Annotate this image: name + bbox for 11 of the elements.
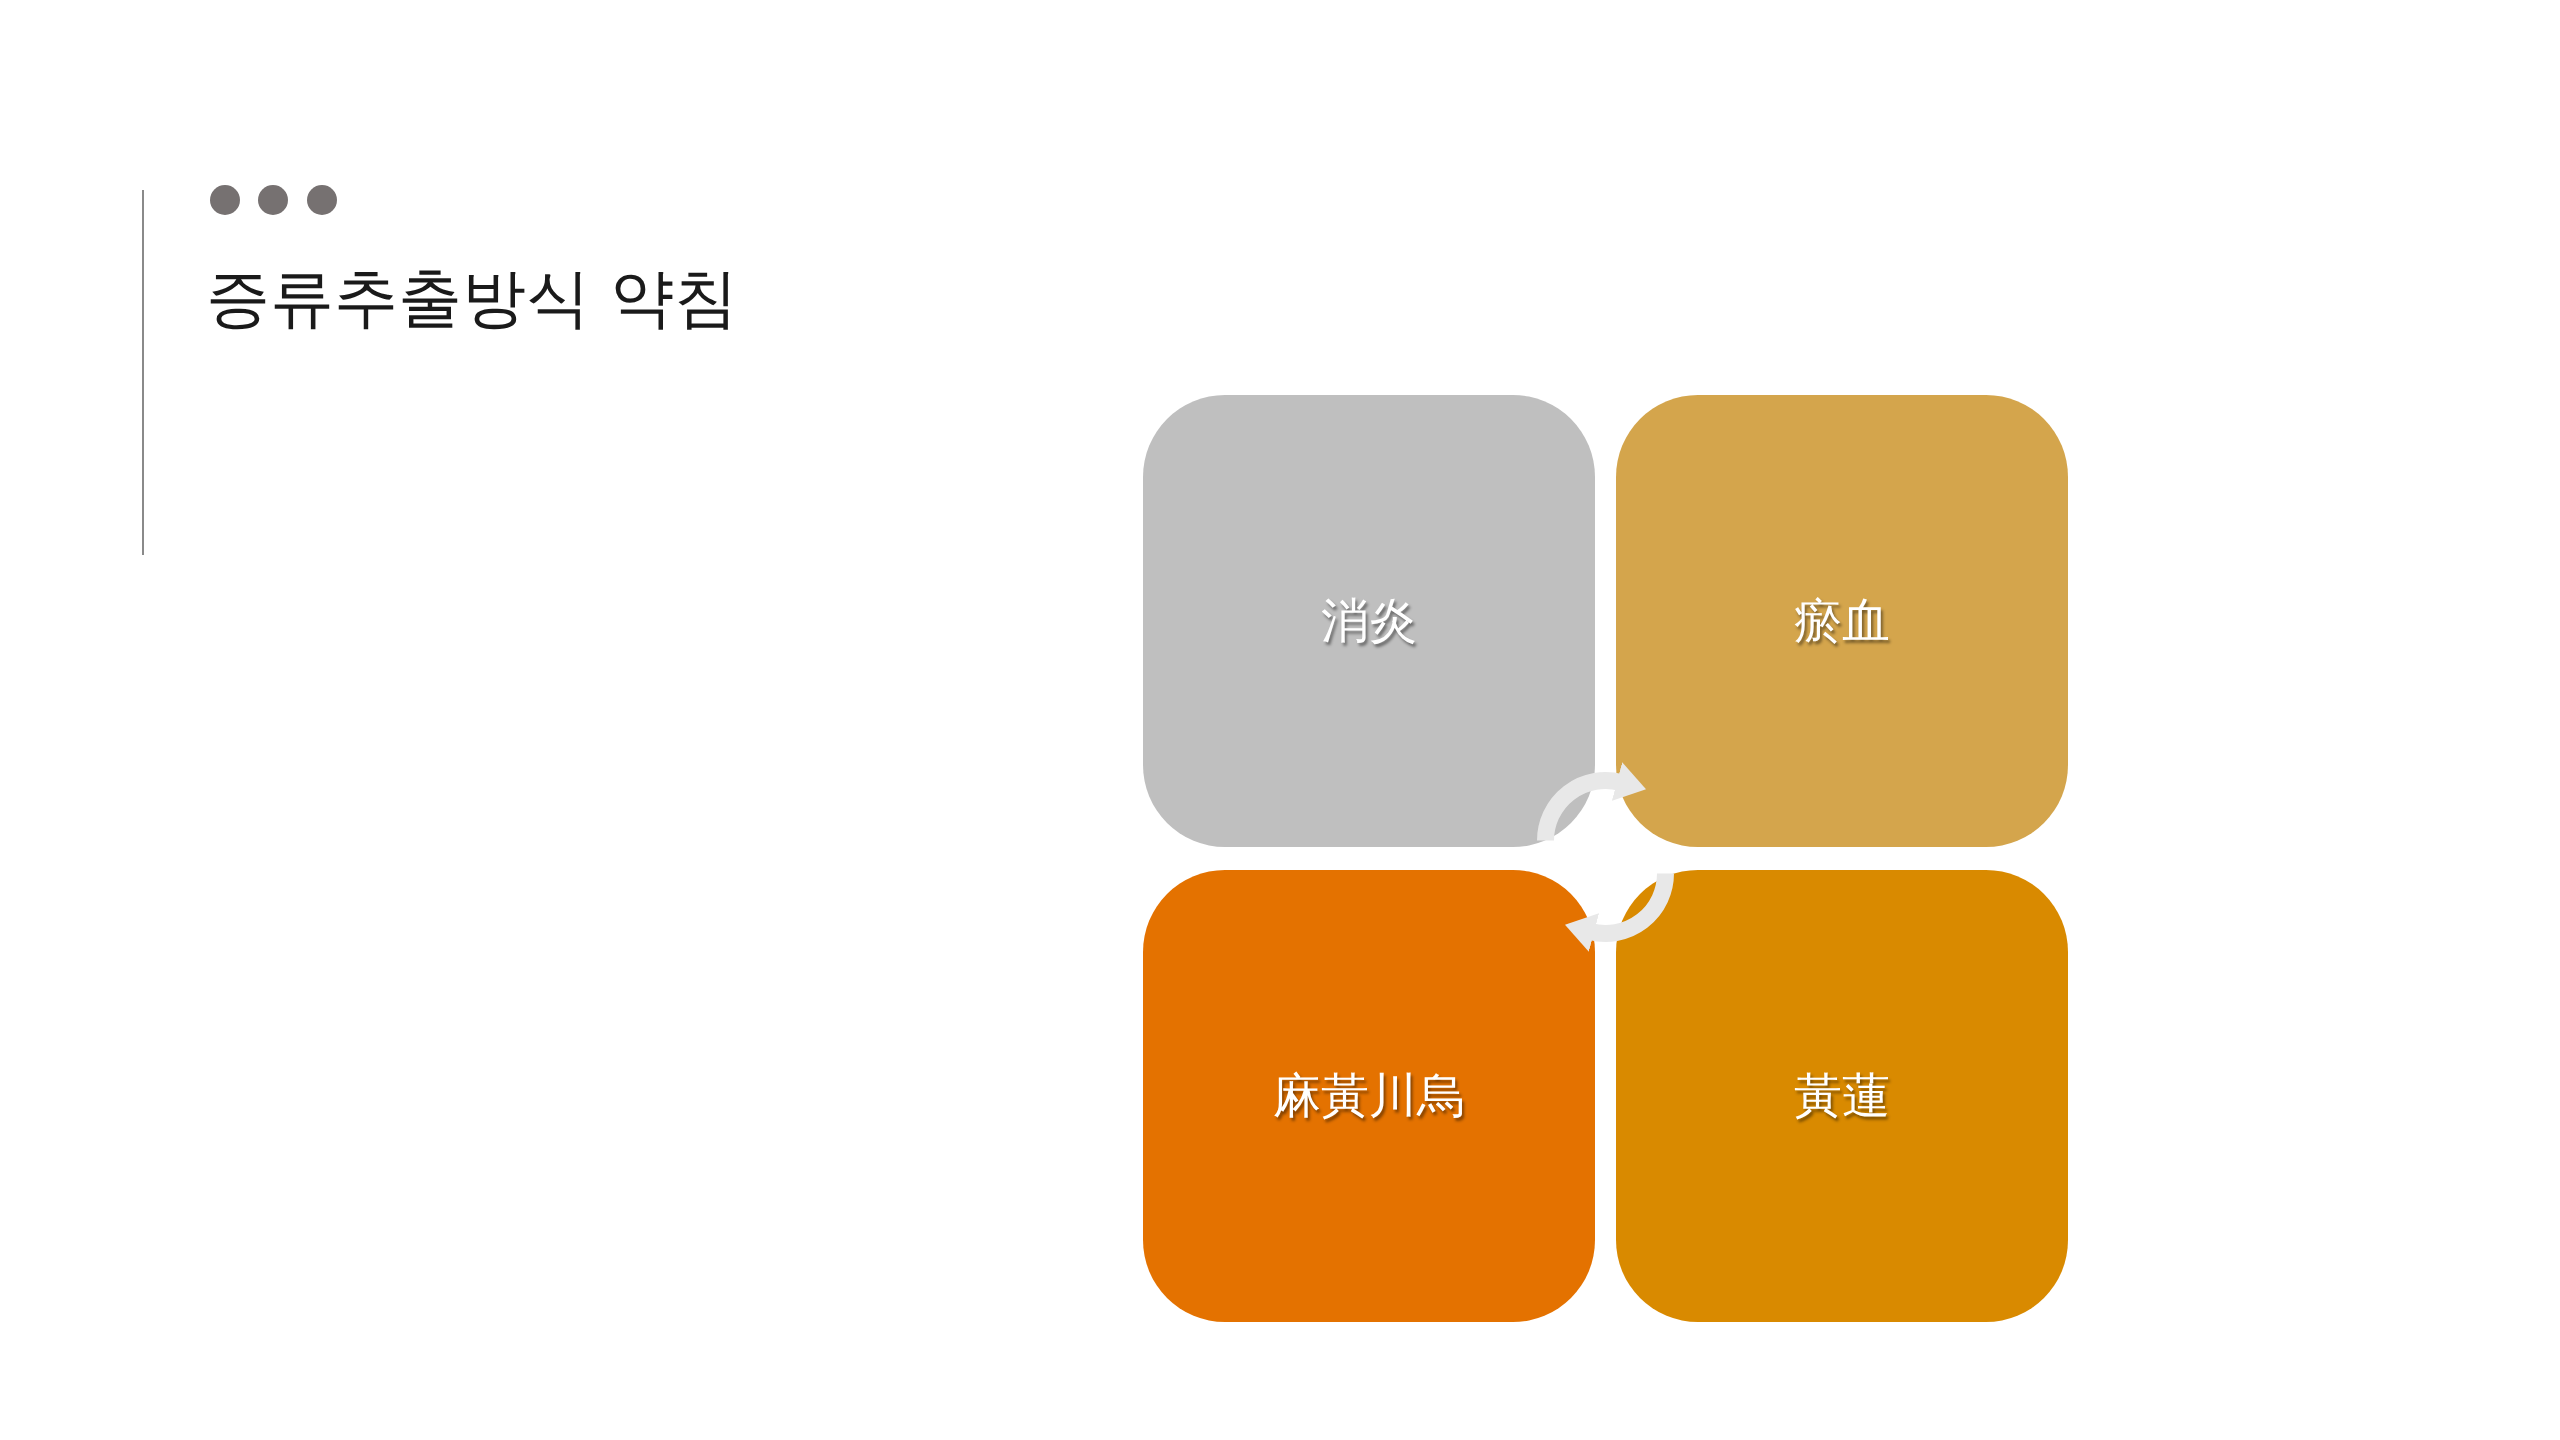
box-label: 瘀血: [1794, 591, 1890, 650]
title: 증류추출방식 약침: [206, 260, 739, 337]
curved-arrow: [1537, 762, 1647, 841]
box-label: 麻黃川烏: [1273, 1066, 1465, 1125]
quadrant-box: [1616, 870, 2068, 1322]
box-label: 消炎: [1321, 591, 1417, 650]
box-label: 黃蓮: [1794, 1066, 1890, 1125]
quadrant-box: [1616, 395, 2068, 847]
quadrant-box: [1143, 870, 1595, 1322]
quadrant-box: [1143, 395, 1595, 847]
curved-arrow: [1564, 873, 1674, 952]
